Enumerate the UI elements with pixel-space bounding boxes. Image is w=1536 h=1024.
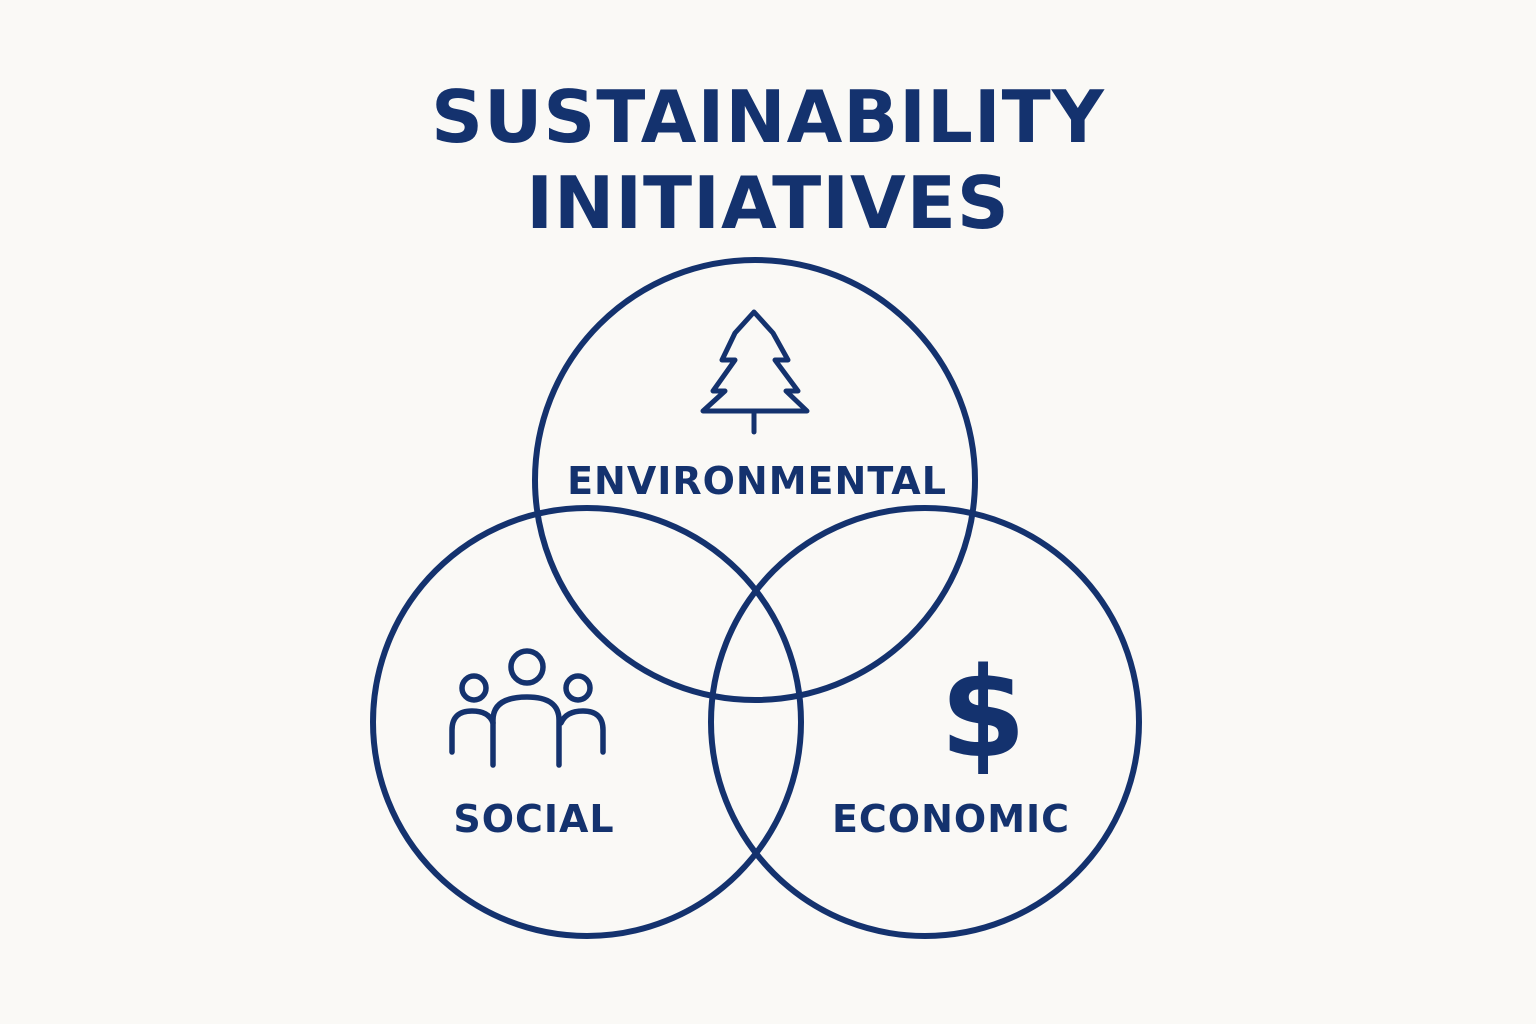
title-line-1: SUSTAINABILITY [431,75,1105,159]
economic-label: ECONOMIC [832,797,1070,841]
people-icon [449,648,606,768]
dollar-icon: $ [940,642,1026,786]
title-line-2: INITIATIVES [526,161,1010,245]
environmental-circle [532,257,978,703]
tree-icon [700,309,810,435]
economic-circle [708,505,1142,939]
social-label: SOCIAL [453,797,614,841]
environmental-label: ENVIRONMENTAL [567,459,947,503]
social-circle [370,505,804,939]
